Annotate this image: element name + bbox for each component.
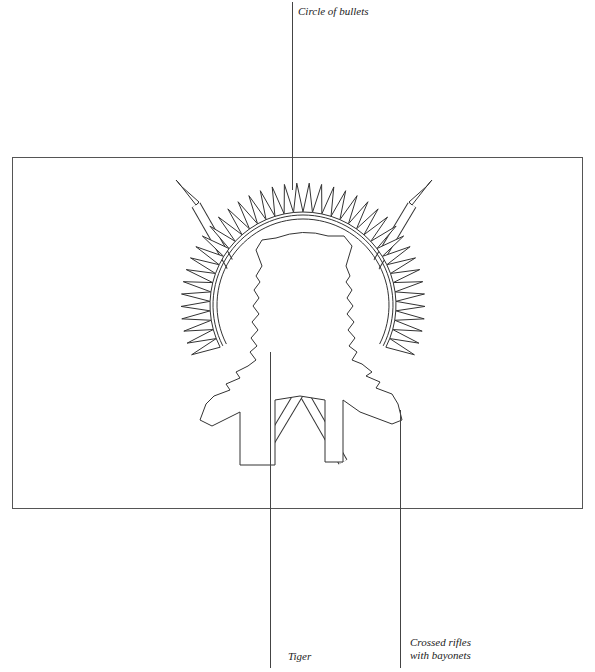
bullet xyxy=(396,301,425,310)
bullet xyxy=(181,301,210,310)
bullet xyxy=(391,270,420,283)
bullet xyxy=(393,320,422,331)
part-label: Circle of bullets xyxy=(298,5,368,18)
bullet xyxy=(182,311,211,320)
bullet xyxy=(303,183,312,212)
bullet xyxy=(393,282,422,292)
bullet xyxy=(395,292,424,301)
bullet xyxy=(272,187,284,216)
tiger-silhouette xyxy=(200,232,402,465)
leader-line xyxy=(400,410,401,668)
leader-line xyxy=(292,2,293,190)
bullet xyxy=(184,320,213,331)
bullet xyxy=(312,184,321,214)
bullet xyxy=(322,187,334,216)
bullet xyxy=(294,183,303,212)
bullet xyxy=(183,282,212,292)
bullet xyxy=(186,270,215,283)
leader-line xyxy=(270,352,271,668)
bullet xyxy=(386,339,415,355)
bullet xyxy=(187,330,216,344)
bullet xyxy=(181,292,210,301)
bullet xyxy=(395,311,424,320)
part-label: Crossed rifles with bayonets xyxy=(410,636,488,662)
flag-border xyxy=(13,158,583,509)
part-label: Tiger xyxy=(288,650,311,663)
